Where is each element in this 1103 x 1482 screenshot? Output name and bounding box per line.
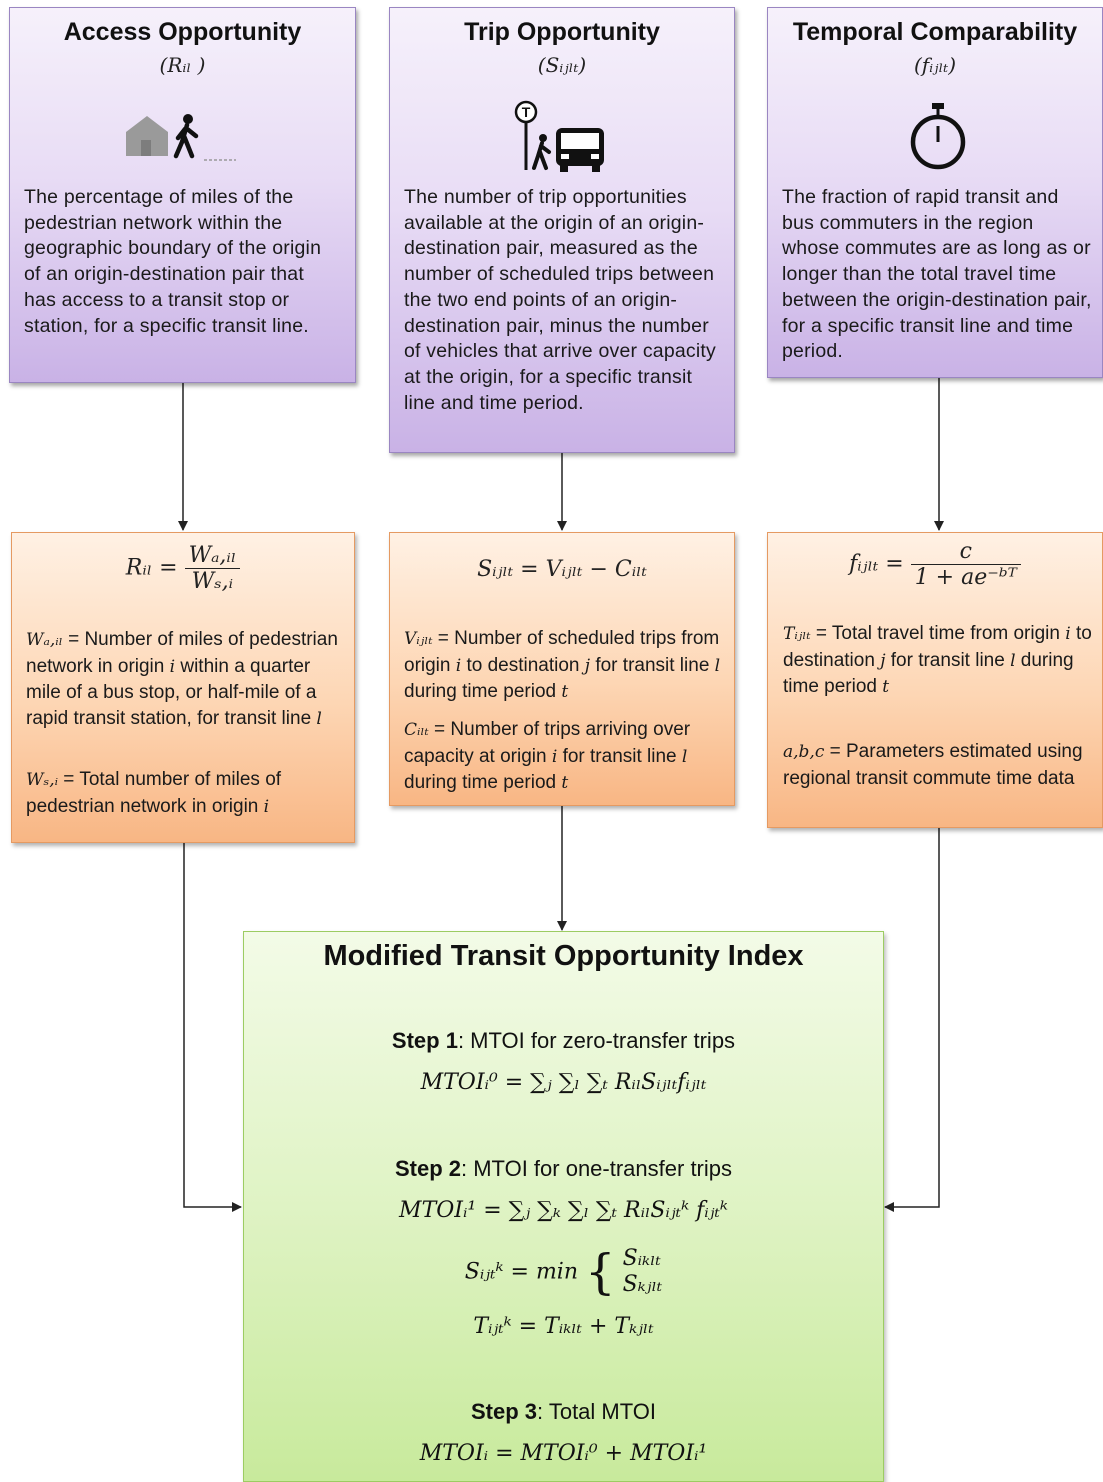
trip-def1-var-j: j bbox=[584, 655, 591, 676]
trip-def1-mid: to destination bbox=[461, 654, 585, 676]
access-def1-var-i: i bbox=[169, 656, 176, 677]
temporal-formula-lhs: fᵢⱼₗₜ = bbox=[849, 551, 904, 577]
access-description: The percentage of miles of the pedestria… bbox=[24, 186, 322, 337]
step1-text: : MTOI for zero-transfer trips bbox=[457, 1028, 736, 1053]
access-opportunity-box: Access Opportunity (Rᵢₗ ) The percentage… bbox=[9, 7, 356, 383]
temporal-def-abc: a,b,c = Parameters estimated using regio… bbox=[783, 739, 1095, 791]
step2-label: Step 2 bbox=[394, 1156, 461, 1181]
access-def2-var-i: i bbox=[263, 796, 270, 817]
step3-equation: MTOIᵢ = MTOIᵢ⁰ + MTOIᵢ¹ bbox=[419, 1441, 708, 1466]
stopwatch-icon bbox=[910, 103, 966, 170]
temporal-def-t: Tᵢⱼₗₜ = Total travel time from origin i … bbox=[783, 621, 1095, 701]
access-symbol: (Rᵢₗ ) bbox=[159, 53, 206, 77]
temporal-def1-var-j: j bbox=[880, 650, 886, 671]
access-def1-text: = Number of miles of pedestrian network … bbox=[26, 629, 338, 677]
access-def2-text: = Total number of miles of pedestrian ne… bbox=[26, 769, 282, 817]
access-formula-lhs: Rᵢₗ = bbox=[125, 555, 178, 581]
access-formula-fraction: Wₐ,ᵢₗ Wₛ,ᵢ bbox=[184, 543, 241, 594]
step2-equation-t: Tᵢⱼₜᵏ = Tᵢₖₗₜ + Tₖⱼₗₜ bbox=[473, 1314, 654, 1339]
access-title: Access Opportunity bbox=[63, 18, 302, 46]
step1-label: Step 1 bbox=[391, 1028, 458, 1053]
step3-label: Step 3 bbox=[470, 1399, 537, 1424]
access-def1-symbol: Wₐ,ᵢₗ bbox=[26, 630, 63, 650]
house-pedestrian-icon bbox=[126, 114, 236, 161]
access-formula: Rᵢₗ = Wₐ,ᵢₗ Wₛ,ᵢ bbox=[12, 543, 354, 594]
temporal-formula-fraction: c 1 + ae⁻ᵇᵀ bbox=[910, 539, 1021, 590]
trip-def2-var-l: l bbox=[681, 746, 688, 767]
step3-text: : Total MTOI bbox=[537, 1399, 657, 1424]
arrow-access-formula-to-mtoi bbox=[183, 843, 242, 1212]
trip-symbol: (Sᵢⱼₗₜ) bbox=[537, 53, 587, 77]
temporal-formula-numerator: c bbox=[910, 539, 1021, 565]
access-formula-box: Rᵢₗ = Wₐ,ᵢₗ Wₛ,ᵢ Wₐ,ᵢₗ = Number of miles… bbox=[11, 532, 355, 843]
trip-def2-mid2: during time period bbox=[404, 772, 562, 793]
mtoi-title: Modified Transit Opportunity Index bbox=[323, 940, 804, 972]
step2-heading: Step 2: MTOI for one-transfer trips bbox=[244, 1156, 883, 1182]
trip-def2-mid: for transit line bbox=[557, 745, 682, 767]
step2-equation-mtoi: MTOIᵢ¹ = ∑ⱼ ∑ₖ ∑ₗ ∑ₜ RᵢₗSᵢⱼₜᵏ fᵢⱼₜᵏ bbox=[399, 1198, 728, 1223]
trip-opportunity-box: Trip Opportunity (Sᵢⱼₗₜ) T The number of… bbox=[389, 7, 735, 453]
access-def-wail: Wₐ,ᵢₗ = Number of miles of pedestrian ne… bbox=[26, 627, 346, 732]
temporal-formula-denominator: 1 + ae⁻ᵇᵀ bbox=[914, 565, 1017, 590]
trip-formula: Sᵢⱼₗₜ = Vᵢⱼₗₜ − Cᵢₗₜ bbox=[477, 557, 647, 582]
step2-text: : MTOI for one-transfer trips bbox=[461, 1156, 733, 1181]
trip-def1-symbol: Vᵢⱼₗₜ bbox=[404, 629, 433, 649]
temporal-formula: fᵢⱼₗₜ = c 1 + ae⁻ᵇᵀ bbox=[768, 539, 1102, 590]
temporal-symbol: (fᵢⱼₗₜ) bbox=[913, 53, 957, 77]
trip-def1-var-t: t bbox=[561, 682, 569, 702]
trip-def2-text: = Number of trips arriving over capacity… bbox=[404, 719, 691, 767]
trip-title: Trip Opportunity bbox=[464, 18, 660, 46]
temporal-description: The fraction of rapid transit and bus co… bbox=[782, 186, 1092, 363]
temporal-formula-box: fᵢⱼₗₜ = c 1 + ae⁻ᵇᵀ Tᵢⱼₗₜ = Total travel… bbox=[767, 532, 1103, 828]
trip-def2-var-i: i bbox=[551, 746, 558, 767]
arrow-temporal-formula-to-mtoi bbox=[884, 828, 940, 1212]
temporal-def1-mid3: during time period bbox=[783, 649, 1074, 698]
access-def1-text2: within a quarter mile of a bus stop, or … bbox=[26, 655, 317, 729]
temporal-comparability-box: Temporal Comparability (fᵢⱼₗₜ) The fract… bbox=[767, 7, 1103, 378]
step2-s-brace: { bbox=[585, 1244, 616, 1300]
step2-s-case-b: Sₖⱼₗₜ bbox=[622, 1272, 663, 1297]
step3-heading: Step 3: Total MTOI bbox=[244, 1399, 883, 1425]
access-formula-denominator: Wₛ,ᵢ bbox=[191, 569, 234, 594]
trip-def-v: Vᵢⱼₗₜ = Number of scheduled trips from o… bbox=[404, 626, 726, 706]
trip-def1-mid2: for transit line bbox=[590, 654, 715, 676]
step1-equation: MTOIᵢ⁰ = ∑ⱼ ∑ₗ ∑ₜ RᵢₗSᵢⱼₗₜfᵢⱼₗₜ bbox=[420, 1070, 707, 1095]
trip-def-c: Cᵢₗₜ = Number of trips arriving over cap… bbox=[404, 717, 726, 797]
temporal-def1-var-l: l bbox=[1010, 650, 1016, 671]
temporal-def2-symbol: a,b,c bbox=[783, 742, 825, 762]
temporal-def1-var-t: t bbox=[882, 677, 890, 697]
access-formula-numerator: Wₐ,ᵢₗ bbox=[184, 543, 241, 569]
step1-heading: Step 1: MTOI for zero-transfer trips bbox=[244, 1028, 883, 1054]
trip-def2-var-t: t bbox=[561, 773, 569, 793]
trip-def2-symbol: Cᵢₗₜ bbox=[404, 720, 429, 740]
temporal-def1-mid2: for transit line bbox=[885, 649, 1011, 671]
temporal-def2-text: = Parameters estimated using regional tr… bbox=[783, 741, 1083, 789]
temporal-def1-symbol: Tᵢⱼₗₜ bbox=[783, 624, 811, 644]
mtoi-box: Modified Transit Opportunity Index Step … bbox=[243, 931, 884, 1482]
svg-text:T: T bbox=[522, 104, 531, 120]
access-def1-var-l: l bbox=[316, 708, 322, 729]
temporal-def1-var-i: i bbox=[1065, 624, 1071, 644]
trip-def1-text: = Number of scheduled trips from origin bbox=[404, 628, 720, 676]
step2-s-case-a: Sᵢₖₗₜ bbox=[622, 1246, 661, 1271]
step2-s-lhs: Sᵢⱼₜᵏ = min bbox=[464, 1259, 579, 1285]
step2-equation-s: Sᵢⱼₜᵏ = min { Sᵢₖₗₜ Sₖⱼₗₜ bbox=[244, 1244, 883, 1300]
transit-stop-bus-icon: T bbox=[514, 100, 604, 172]
trip-formula-box: Sᵢⱼₗₜ = Vᵢⱼₗₜ − Cᵢₗₜ Vᵢⱼₗₜ = Number of s… bbox=[389, 532, 735, 806]
step2-s-cases: Sᵢₖₗₜ Sₖⱼₗₜ bbox=[623, 1246, 663, 1298]
temporal-title: Temporal Comparability bbox=[792, 18, 1078, 46]
access-def-wsi: Wₛ,ᵢ = Total number of miles of pedestri… bbox=[26, 767, 346, 820]
trip-def1-mid3: during time period bbox=[404, 681, 562, 702]
access-def2-symbol: Wₛ,ᵢ bbox=[26, 770, 59, 790]
trip-def1-var-l: l bbox=[714, 655, 721, 676]
trip-def1-var-i: i bbox=[455, 655, 462, 676]
temporal-def1-text: = Total travel time from origin bbox=[810, 623, 1066, 644]
trip-description: The number of trip opportunities availab… bbox=[404, 186, 716, 414]
temporal-def1-mid: to destination bbox=[783, 623, 1092, 671]
